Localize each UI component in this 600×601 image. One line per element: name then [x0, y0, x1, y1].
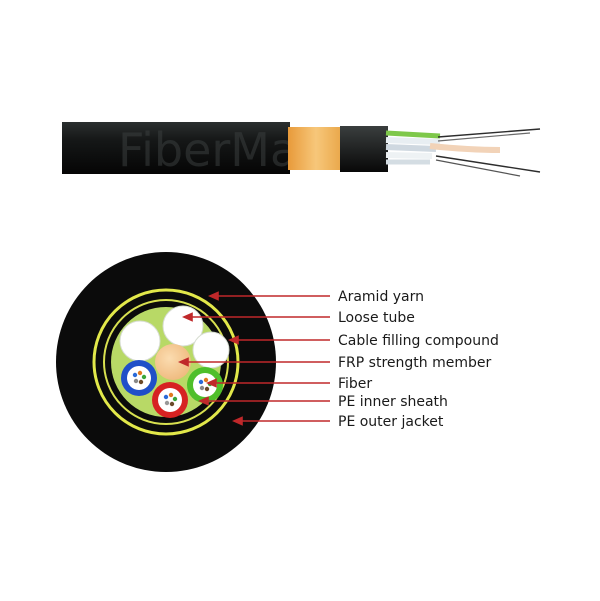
leader-fiber	[206, 378, 330, 388]
aramid-tape-side	[288, 127, 344, 170]
loose-tubes-side	[385, 130, 501, 165]
loose-tube-red	[152, 382, 188, 418]
label-cable-filling-compound: Cable filling compound	[338, 333, 499, 349]
loose-tube-1	[119, 320, 161, 362]
leader-frp-strength-member	[178, 357, 330, 367]
leader-pe-outer-jacket	[232, 416, 330, 426]
frp-strength-member	[155, 344, 191, 380]
label-pe-outer-jacket: PE outer jacket	[338, 414, 444, 430]
label-aramid-yarn: Aramid yarn	[338, 289, 424, 305]
label-frp-strength-member: FRP strength member	[338, 355, 491, 371]
label-pe-inner-sheath: PE inner sheath	[338, 394, 448, 410]
leader-aramid-yarn	[208, 291, 330, 301]
loose-tube-2	[162, 305, 204, 347]
leader-lines	[178, 291, 330, 426]
outer-jacket-side	[62, 122, 290, 174]
inner-sheath-side	[340, 126, 388, 172]
leader-loose-tube	[182, 312, 330, 322]
loose-tube-blue	[121, 360, 157, 396]
component-labels: Aramid yarn Loose tube Cable filling com…	[338, 289, 499, 430]
loose-tube-green	[187, 367, 223, 403]
leader-cable-filling-compound	[228, 335, 330, 345]
leader-pe-inner-sheath	[198, 396, 330, 406]
cable-cross-section	[56, 252, 276, 472]
fibers-side	[435, 128, 541, 177]
loose-tube-3	[192, 331, 230, 369]
label-loose-tube: Loose tube	[338, 310, 415, 326]
cable-side-view: FiberMall	[62, 122, 541, 177]
label-fiber: Fiber	[338, 376, 372, 392]
